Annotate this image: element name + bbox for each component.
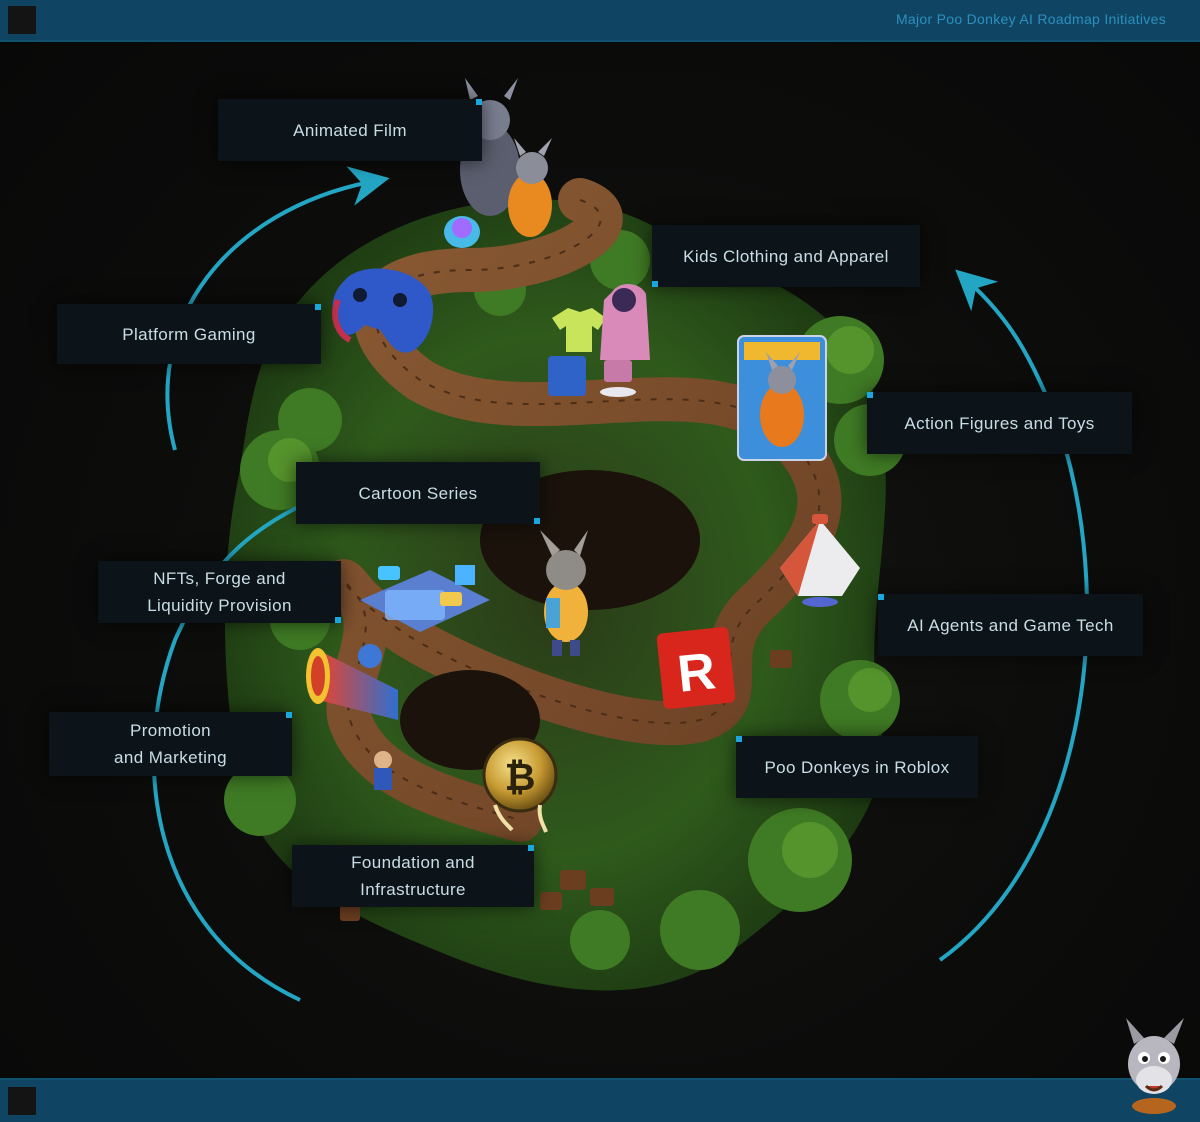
connector-pip xyxy=(534,518,540,524)
connector-pip xyxy=(528,845,534,851)
connector-pip xyxy=(878,594,884,600)
donkey-character-icon xyxy=(540,530,588,656)
label-promotion: Promotion and Marketing xyxy=(49,712,292,776)
connector-pip xyxy=(867,392,873,398)
label-text: NFTs, Forge and Liquidity Provision xyxy=(147,569,292,615)
toy-box-icon xyxy=(737,335,827,461)
label-text: Animated Film xyxy=(293,120,407,140)
label-ai-agents: AI Agents and Game Tech xyxy=(878,594,1143,656)
dirt-blocks xyxy=(340,650,792,921)
robot-pod-icon xyxy=(780,514,860,607)
bottom-bar xyxy=(0,1078,1200,1122)
connector-pip xyxy=(315,304,321,310)
top-bar: Major Poo Donkey AI Roadmap Initiatives xyxy=(0,0,1200,42)
label-cartoon-series: Cartoon Series xyxy=(296,462,540,524)
top-corner-square xyxy=(8,6,36,34)
label-text: Action Figures and Toys xyxy=(904,413,1095,433)
label-text: AI Agents and Game Tech xyxy=(907,615,1114,635)
progress-arrows xyxy=(151,166,1089,1002)
label-foundation: Foundation and Infrastructure xyxy=(292,845,534,907)
clothing-icon xyxy=(548,283,650,397)
label-text: Cartoon Series xyxy=(358,483,478,503)
label-text: Platform Gaming xyxy=(122,324,256,344)
svg-text:₿: ₿ xyxy=(505,757,536,799)
connector-pip xyxy=(286,712,292,718)
svg-text:R: R xyxy=(675,642,718,704)
connector-pip xyxy=(736,736,742,742)
label-text: Foundation and Infrastructure xyxy=(351,853,475,899)
nft-platform-icon xyxy=(358,565,490,668)
label-nfts: NFTs, Forge and Liquidity Provision xyxy=(98,561,341,623)
label-action-figures: Action Figures and Toys xyxy=(867,392,1132,454)
page-title: Major Poo Donkey AI Roadmap Initiatives xyxy=(895,11,1166,27)
label-text: Promotion and Marketing xyxy=(114,721,227,767)
connector-pip xyxy=(476,99,482,105)
connector-pip xyxy=(652,281,658,287)
roblox-logo-icon: R xyxy=(656,627,736,709)
label-kids-clothing: Kids Clothing and Apparel xyxy=(652,225,920,287)
label-text: Poo Donkeys in Roblox xyxy=(764,757,950,777)
megaphone-icon xyxy=(306,648,398,790)
label-text: Kids Clothing and Apparel xyxy=(683,246,889,266)
label-platform-gaming: Platform Gaming xyxy=(57,304,321,364)
label-roblox: Poo Donkeys in Roblox xyxy=(736,736,978,798)
coin-icon: ₿ xyxy=(482,737,558,833)
bottom-corner-square xyxy=(8,1087,36,1115)
donkey-mascot-icon xyxy=(1126,1018,1184,1114)
gamepad-icon xyxy=(332,268,434,353)
label-animated-film: Animated Film xyxy=(218,99,482,161)
connector-pip xyxy=(335,617,341,623)
